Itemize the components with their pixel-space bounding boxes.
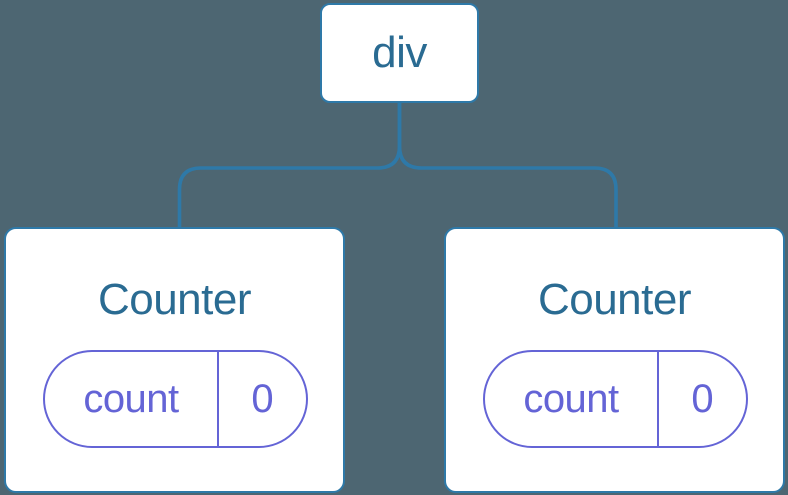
tree-node-counter-left: Counter count 0 xyxy=(4,227,345,493)
state-pill: count 0 xyxy=(483,350,748,448)
state-value: 0 xyxy=(251,376,274,421)
edge-to-left-counter xyxy=(177,101,402,229)
state-value: 0 xyxy=(691,376,714,421)
component-name: Counter xyxy=(537,275,692,324)
component-name: Counter xyxy=(97,275,252,324)
state-pill: count 0 xyxy=(43,350,308,448)
tree-node-div: div xyxy=(320,3,479,103)
state-key: count xyxy=(45,352,219,446)
edge-to-right-counter xyxy=(397,101,618,229)
state-key: count xyxy=(485,352,659,446)
root-node-label: div xyxy=(372,28,427,77)
tree-node-counter-right: Counter count 0 xyxy=(444,227,785,493)
